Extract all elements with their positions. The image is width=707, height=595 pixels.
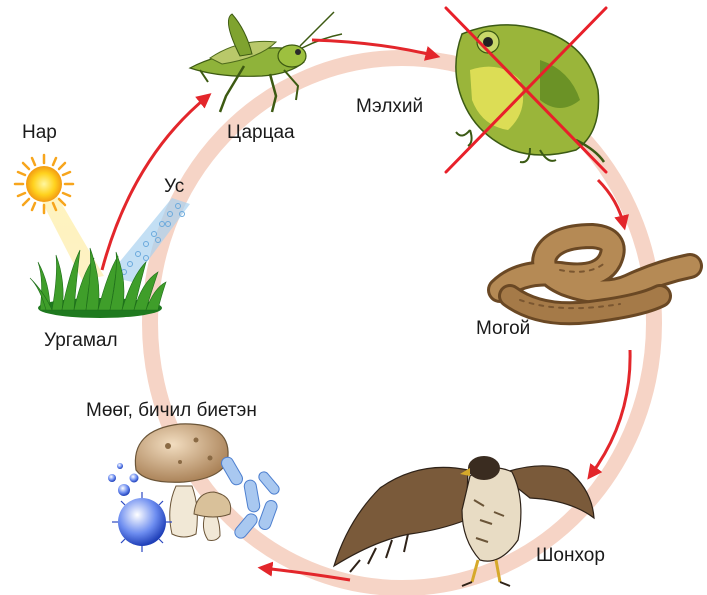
- sun-icon: [15, 155, 73, 213]
- label-decomposers: Мөөг, бичил биетэн: [86, 400, 257, 422]
- label-hawk: Шонхор: [536, 545, 605, 567]
- label-sun: Нар: [22, 122, 57, 144]
- label-snake: Могой: [476, 318, 530, 340]
- label-frog: Мэлхий: [356, 96, 423, 118]
- label-water: Ус: [164, 176, 184, 198]
- snake-icon: [500, 236, 690, 313]
- label-plant: Ургамал: [44, 330, 118, 352]
- label-grasshopper: Царцаа: [227, 122, 295, 144]
